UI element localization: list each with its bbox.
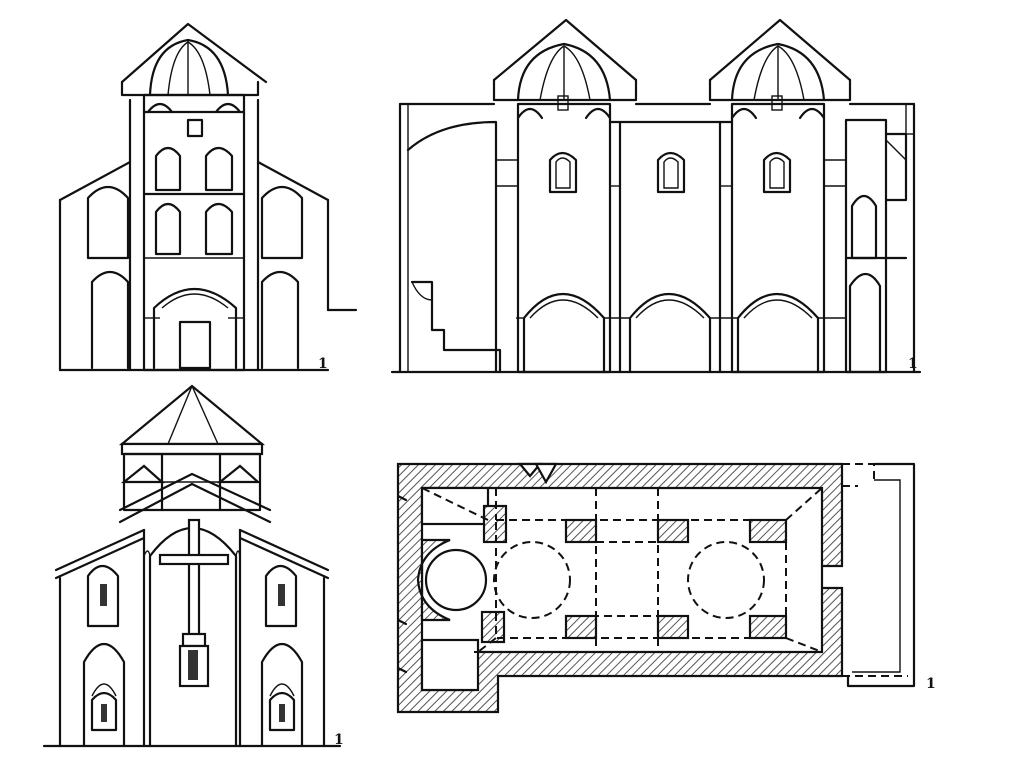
longitudinal-section-drawing	[390, 18, 922, 374]
facade-drawing	[42, 384, 342, 748]
ground-plan-drawing	[396, 462, 916, 714]
figure-number-facade: 1	[334, 732, 344, 748]
figure-number-cross-section: 1	[318, 356, 328, 372]
figure-number-longitudinal-section: 1	[908, 356, 918, 372]
cross-section-drawing	[58, 22, 358, 372]
figure-number-ground-plan: 1	[926, 676, 936, 692]
